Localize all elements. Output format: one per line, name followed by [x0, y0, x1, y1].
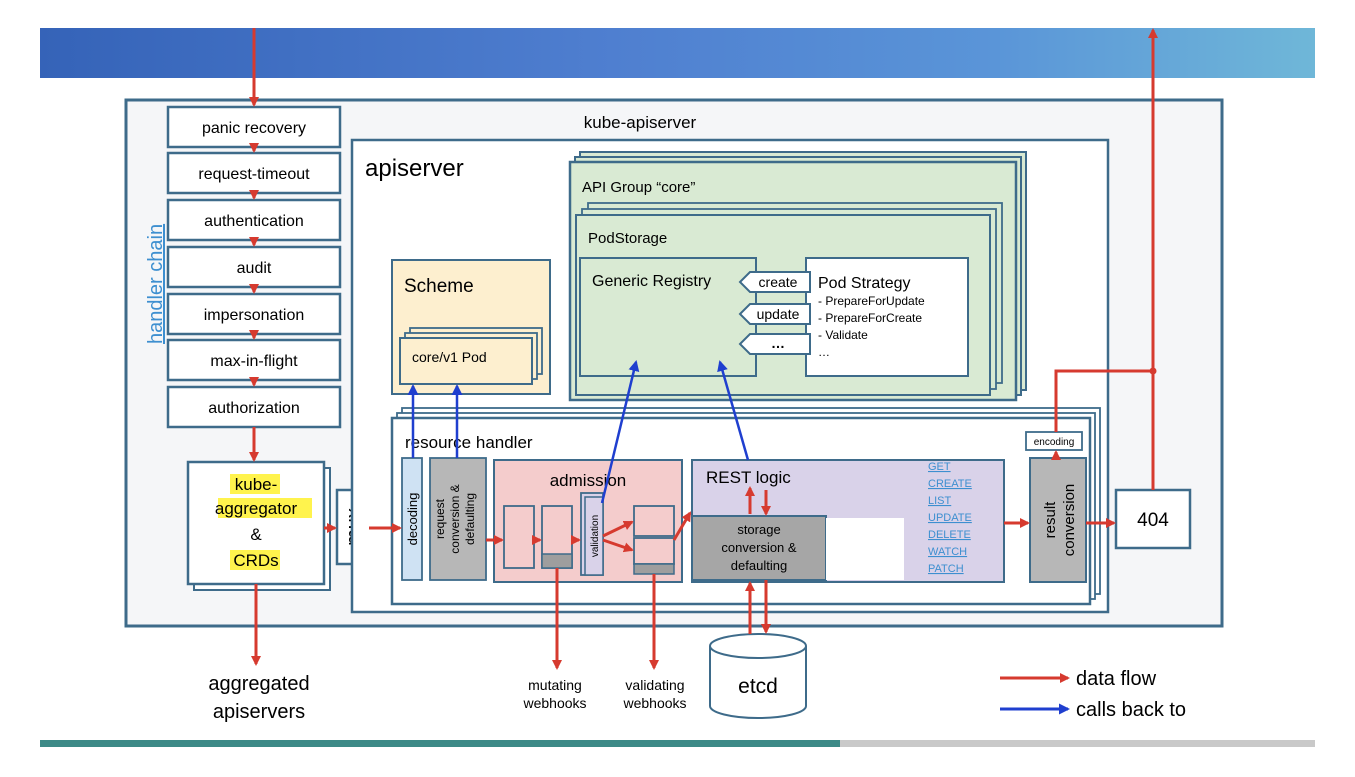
aggregator-text: & — [250, 525, 262, 544]
apiserver-label: apiserver — [365, 155, 464, 182]
validation-label: validation — [590, 515, 601, 557]
decoding-label: decoding — [405, 493, 420, 546]
handler-chain: panic recovery request-timeout authentic… — [166, 105, 342, 429]
admission-label: admission — [550, 471, 627, 490]
rest-logic-notch — [826, 518, 904, 580]
verb-list[interactable]: LIST — [928, 495, 952, 507]
legend-data-flow: data flow — [1076, 668, 1157, 690]
panic-recovery-box — [166, 105, 342, 149]
pod-strategy-item: - PrepareForCreate — [818, 311, 922, 325]
result-conversion-text: result — [1042, 501, 1059, 539]
mutating-text: webhooks — [522, 695, 586, 711]
progress-bar — [40, 740, 840, 747]
arrow-validation — [602, 520, 634, 538]
pod-strategy-item: … — [818, 345, 830, 359]
kube-apiserver-label: kube-apiserver — [584, 113, 697, 132]
validating-plugin-box — [633, 505, 675, 537]
request-conversion-text: defaulting — [463, 493, 477, 545]
aggregator-text: aggregator — [215, 499, 298, 518]
validating-text: validating — [625, 677, 684, 693]
handler-item: authentication — [204, 213, 304, 230]
aggregator-text: kube- — [235, 475, 278, 494]
arrow-to-rest — [672, 511, 692, 541]
registry-op: … — [771, 335, 785, 351]
authorization-box — [166, 385, 342, 429]
verb-get[interactable]: GET — [928, 461, 951, 473]
create-connector — [738, 271, 811, 293]
rest-verbs: GET CREATE LIST UPDATE DELETE WATCH PATC… — [928, 461, 972, 575]
highlight — [218, 498, 312, 518]
etcd-cylinder — [709, 633, 807, 719]
handler-item: audit — [237, 260, 272, 277]
legend: data flow calls back to — [1000, 668, 1186, 721]
not-found-box — [1114, 488, 1192, 550]
registry-op: update — [757, 306, 800, 322]
verb-update[interactable]: UPDATE — [928, 512, 972, 524]
calls-back-arrows — [407, 360, 750, 504]
highlight — [230, 474, 280, 494]
storage-conversion-text: conversion & — [721, 540, 796, 555]
generic-registry-label: Generic Registry — [592, 273, 711, 290]
aggregated-text: aggregated — [208, 673, 309, 695]
mutating-plugin-box — [503, 505, 535, 569]
podstorage-label: PodStorage — [588, 230, 667, 247]
progress-track — [840, 740, 1315, 747]
data-flow-arrows — [249, 28, 1158, 670]
verb-watch[interactable]: WATCH — [928, 546, 967, 558]
handler-item: panic recovery — [202, 120, 306, 137]
encoding-label: encoding — [1034, 437, 1075, 448]
handler-item: authorization — [208, 400, 300, 417]
not-found-label: 404 — [1137, 510, 1169, 531]
request-conversion-text: conversion & — [448, 484, 462, 553]
validating-text: webhooks — [622, 695, 686, 711]
architecture-diagram: kube-apiserver handler chain panic recov… — [124, 28, 1224, 723]
storage-conversion-text: defaulting — [731, 558, 787, 573]
mutating-text: mutating — [528, 677, 582, 693]
aggregated-text: apiservers — [213, 701, 305, 723]
audit-box — [166, 245, 342, 289]
more-connector — [738, 333, 811, 355]
slide: kube-apiserver handler chain panic recov… — [40, 28, 1315, 747]
junction-dot — [1149, 367, 1157, 375]
authentication-box — [166, 198, 342, 242]
aggregator-text: CRDs — [233, 551, 278, 570]
validating-plugin-box — [633, 537, 675, 565]
etcd-label: etcd — [738, 675, 778, 698]
pod-strategy-box — [805, 257, 969, 377]
scheme-item: core/v1 Pod — [412, 349, 487, 365]
handler-item: impersonation — [204, 307, 305, 324]
max-in-flight-box — [166, 338, 342, 382]
handler-item: request-timeout — [198, 166, 310, 183]
scheme-item-box — [399, 337, 533, 385]
arrow-encoding-out — [1054, 369, 1153, 432]
verb-delete[interactable]: DELETE — [928, 529, 971, 541]
pod-strategy-item: - Validate — [818, 328, 868, 342]
mutating-webhook-port — [541, 553, 573, 569]
handler-item: max-in-flight — [210, 353, 298, 370]
legend-calls-back: calls back to — [1076, 699, 1186, 721]
scheme-title: Scheme — [404, 276, 474, 297]
arrow-rest-registry — [717, 360, 750, 461]
highlight — [230, 550, 280, 570]
result-conversion-text: conversion — [1061, 484, 1078, 557]
pod-strategy-title: Pod Strategy — [818, 275, 911, 292]
verb-patch[interactable]: PATCH — [928, 563, 964, 575]
pod-strategy-item: - PrepareForUpdate — [818, 294, 925, 308]
arrow-validation-registry — [600, 360, 640, 504]
arrow-validation — [602, 538, 634, 553]
registry-op: create — [759, 274, 798, 290]
validating-webhook-port — [633, 563, 675, 575]
generic-registry-box — [579, 257, 757, 377]
update-connector — [738, 303, 811, 325]
request-conversion-text: request — [433, 498, 447, 539]
rest-logic-label: REST logic — [706, 468, 791, 487]
api-group-label: API Group “core” — [582, 179, 695, 196]
resource-handler-label: resource handler — [405, 433, 533, 452]
storage-conversion-text: storage — [737, 522, 780, 537]
handler-chain-label: handler chain — [145, 224, 167, 344]
verb-create[interactable]: CREATE — [928, 478, 972, 490]
